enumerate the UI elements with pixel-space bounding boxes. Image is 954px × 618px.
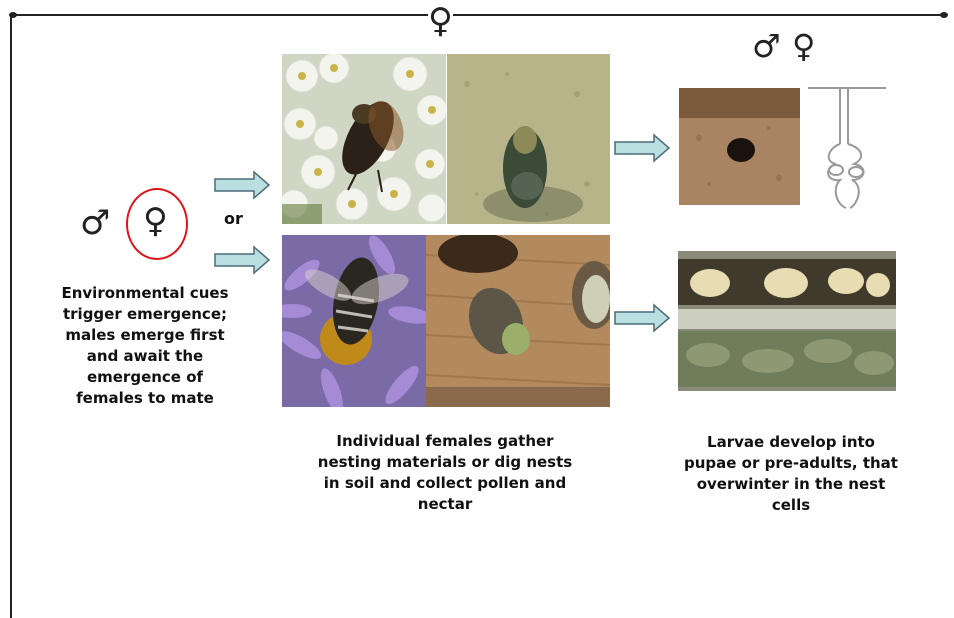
caption-larvae: Larvae develop into pupae or pre-adults,…: [680, 432, 902, 516]
or-label: or: [224, 208, 243, 229]
arrow-to-top-photos: [214, 170, 270, 200]
timeline-line: [14, 14, 944, 16]
male-symbol-right: ♂: [752, 30, 781, 62]
timeline-end-dot: [940, 12, 948, 18]
male-symbol-left: ♂: [80, 206, 110, 240]
photo-bee-at-wood-nest: [426, 235, 610, 407]
female-symbol-left: ♀: [143, 204, 168, 238]
female-symbol-right: ♀: [792, 30, 815, 62]
arrow-to-nest-burrow: [614, 133, 670, 163]
photo-bee-digging-soil: [447, 54, 610, 224]
left-border-line: [10, 14, 12, 618]
arrow-to-bottom-photos: [214, 245, 270, 275]
female-symbol-top: ♀: [428, 4, 453, 38]
arrow-to-nest-cells: [614, 303, 670, 333]
caption-nesting: Individual females gather nesting materi…: [315, 431, 575, 515]
photo-nest-cells-larvae: [678, 251, 896, 391]
caption-emergence: Environmental cues trigger emergence; ma…: [60, 283, 230, 409]
photo-bee-on-purple-aster: [282, 235, 426, 407]
photo-bee-on-white-flowers: [282, 54, 446, 224]
photo-nest-burrow-hole: [679, 88, 800, 205]
nest-tunnel-diagram: [806, 84, 888, 214]
